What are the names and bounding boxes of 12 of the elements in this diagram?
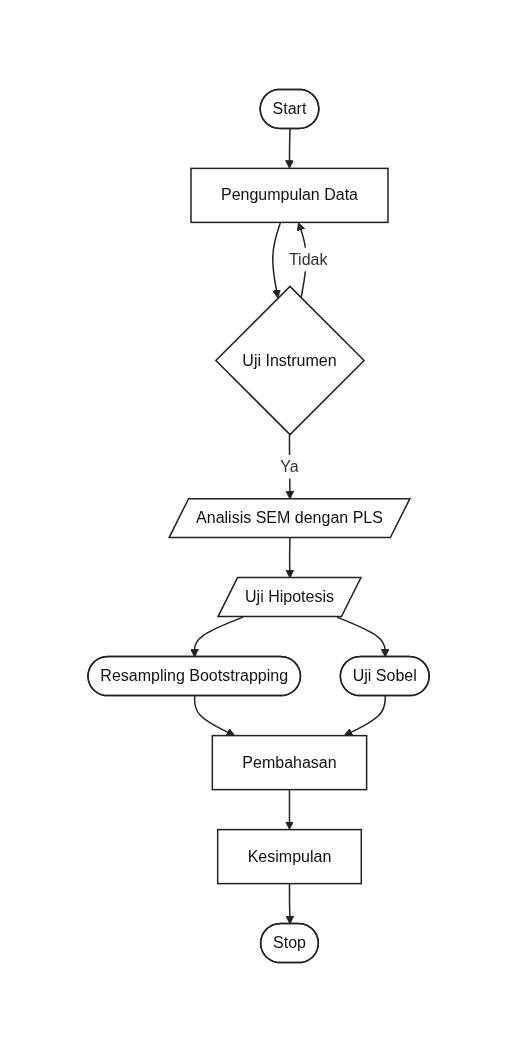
node-box: Kesimpulan (216, 828, 362, 885)
node-box: Pengumpulan Data (190, 167, 389, 224)
arrow (285, 788, 294, 830)
edge-label: Ya (280, 457, 299, 475)
arrow (343, 695, 386, 737)
arrow (271, 221, 282, 299)
node-diamond: Uji Instrumen (214, 285, 366, 436)
arrow (285, 882, 295, 925)
edge-label: Tidak (288, 250, 328, 268)
arrow (285, 128, 294, 169)
arrow (193, 695, 236, 737)
node-box: Pembahasan (211, 734, 368, 791)
